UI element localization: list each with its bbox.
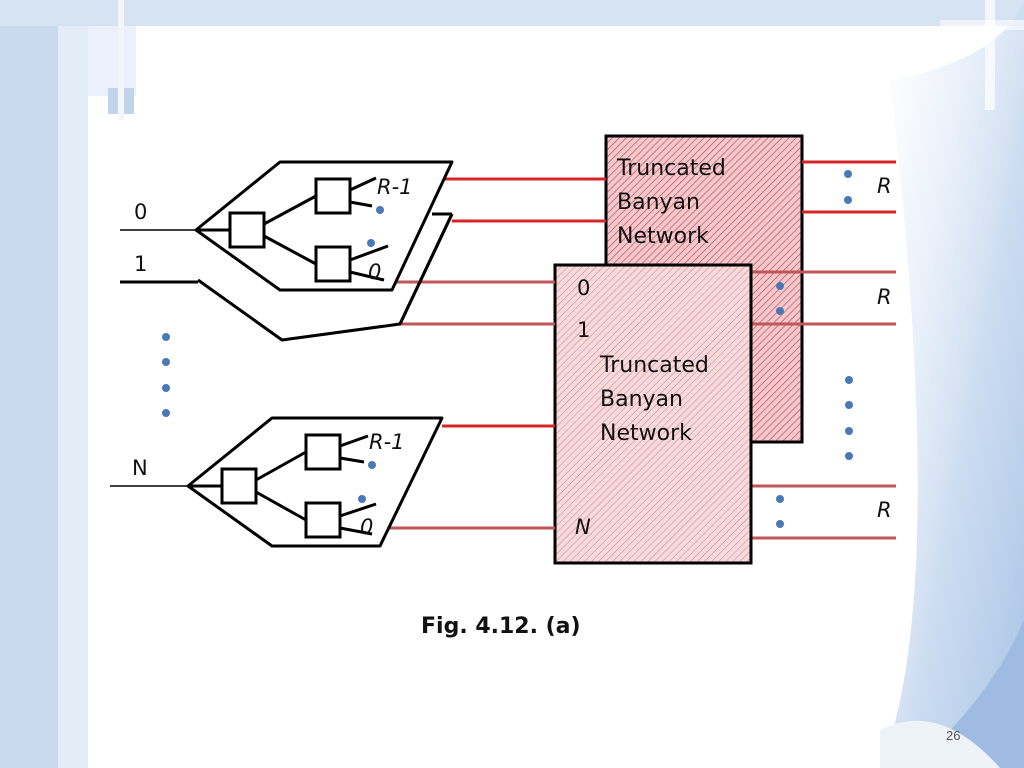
dot <box>844 170 852 178</box>
input-ellipsis <box>162 333 170 417</box>
front-port-last: N <box>575 515 591 539</box>
dot <box>776 520 784 528</box>
connecting-wires <box>376 177 606 530</box>
dot <box>162 333 170 341</box>
output-group-label-2: R <box>877 285 892 309</box>
dot <box>776 495 784 503</box>
dot <box>162 409 170 417</box>
front-port-first: 0 <box>577 276 590 300</box>
output-group-label-1: R <box>877 174 892 198</box>
dot <box>845 427 853 435</box>
back-network-title-line3: Network <box>617 224 709 249</box>
front-banyan-network: 0 1 Truncated Banyan Network N <box>553 263 753 565</box>
front-network-title-line2: Banyan <box>600 387 683 412</box>
switch-group-top: R-1 0 0 1 <box>120 160 454 342</box>
input-label-last: N <box>132 456 148 480</box>
switch-output-top-bottom-group: R-1 <box>369 430 405 454</box>
back-network-title-line1: Truncated <box>616 156 726 181</box>
input-label-first: 0 <box>134 200 147 224</box>
dot <box>776 282 784 290</box>
input-label-second: 1 <box>134 252 147 276</box>
switch-output-bottom-bottom-group: 0 <box>360 515 373 539</box>
dot <box>844 196 852 204</box>
dot <box>845 376 853 384</box>
dot <box>162 384 170 392</box>
back-network-title-line2: Banyan <box>617 190 700 215</box>
switch-group-bottom: R-1 0 N <box>110 416 444 548</box>
back-network-outputs: R R R <box>752 160 896 540</box>
page-number: 26 <box>946 728 960 743</box>
front-port-second: 1 <box>577 318 590 342</box>
dot <box>845 401 853 409</box>
front-network-title-line3: Network <box>600 421 692 446</box>
dot <box>776 307 784 315</box>
switch-output-bottom: 0 <box>368 260 381 284</box>
dot <box>162 358 170 366</box>
front-network-title-line1: Truncated <box>599 353 709 378</box>
figure-caption: Fig. 4.12. (a) <box>421 614 581 639</box>
output-group-label-3: R <box>877 498 892 522</box>
dot <box>845 452 853 460</box>
switch-output-top: R-1 <box>377 175 413 199</box>
